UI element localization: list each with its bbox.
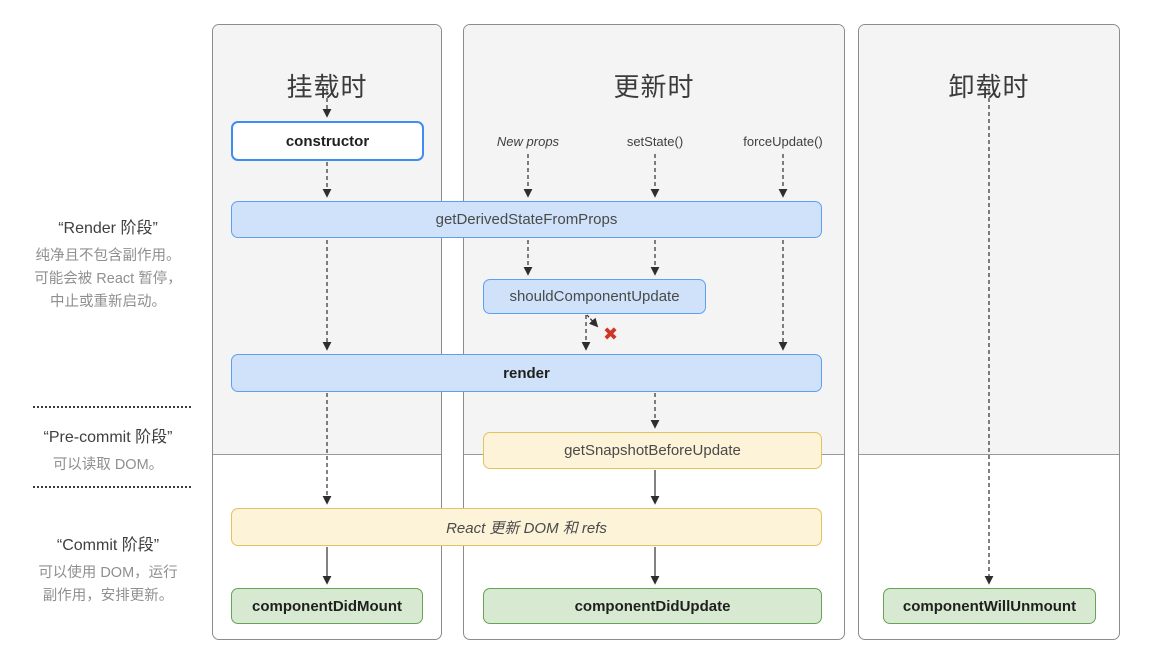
trigger-forceupdate: forceUpdate() xyxy=(743,134,823,149)
false-branch-x-icon: ✖ xyxy=(603,324,619,344)
node-constructor[interactable]: constructor xyxy=(231,121,424,161)
column-updating-title: 更新时 xyxy=(613,72,695,102)
phase-commit-label: “Commit 阶段” 可以使用 DOM，运行 副作用，安排更新。 xyxy=(8,531,208,608)
phase-commit-line: 可以使用 DOM，运行 xyxy=(38,565,178,581)
node-componentdidmount[interactable]: componentDidMount xyxy=(231,588,423,624)
phase-render-line: 中止或重新启动。 xyxy=(50,294,166,310)
node-componentdidupdate[interactable]: componentDidUpdate xyxy=(483,588,822,624)
node-shouldcomponentupdate[interactable]: shouldComponentUpdate xyxy=(483,279,706,314)
node-getsnapshotbeforeupdate[interactable]: getSnapshotBeforeUpdate xyxy=(483,432,822,469)
phase-divider xyxy=(33,486,191,488)
phase-precommit-title: “Pre-commit 阶段” xyxy=(43,429,173,446)
phase-divider xyxy=(33,406,191,408)
phase-commit-line: 副作用，安排更新。 xyxy=(42,588,174,604)
phase-render-line: 纯净且不包含副作用。 xyxy=(35,248,181,264)
phase-render-label: “Render 阶段” 纯净且不包含副作用。 可能会被 React 暂停， 中止… xyxy=(8,214,208,314)
trigger-setstate: setState() xyxy=(626,134,684,149)
phase-commit-title: “Commit 阶段” xyxy=(56,537,160,554)
phase-precommit-line: 可以读取 DOM。 xyxy=(52,457,164,473)
phase-render-title: “Render 阶段” xyxy=(58,220,158,237)
trigger-new-props: New props xyxy=(496,134,560,149)
phase-precommit-label: “Pre-commit 阶段” 可以读取 DOM。 xyxy=(8,423,208,477)
node-react-updates-dom: React 更新 DOM 和 refs xyxy=(231,508,822,546)
node-getderivedstatefromprops[interactable]: getDerivedStateFromProps xyxy=(231,201,822,238)
node-componentwillunmount[interactable]: componentWillUnmount xyxy=(883,588,1096,624)
node-render[interactable]: render xyxy=(231,354,822,392)
phase-render-line: 可能会被 React 暂停， xyxy=(34,271,182,287)
